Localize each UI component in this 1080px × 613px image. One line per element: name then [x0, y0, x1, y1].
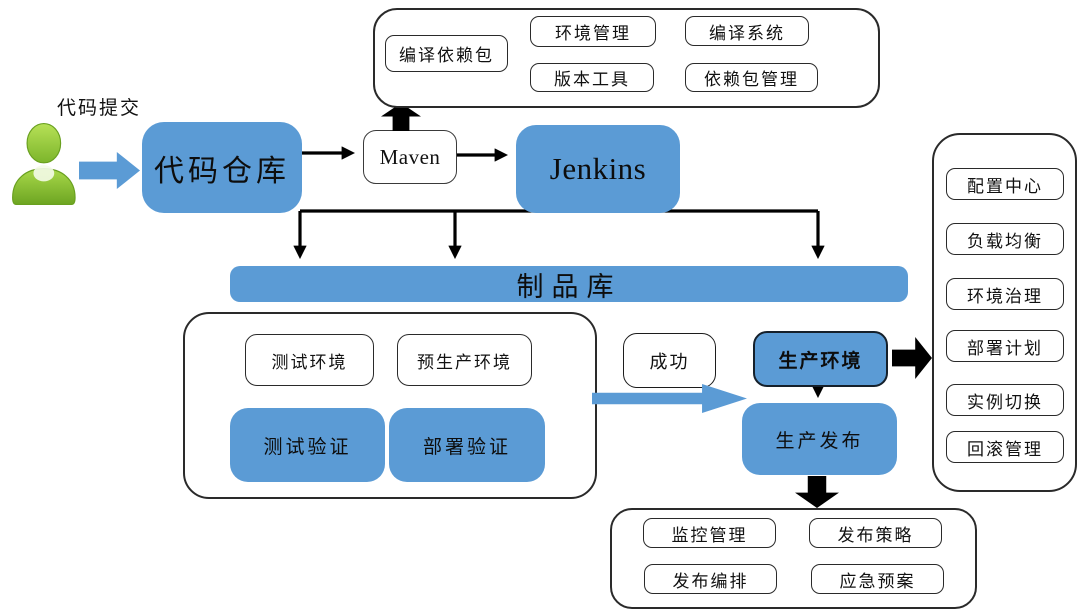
node-code-repo: 代码仓库 [142, 122, 302, 213]
code-commit-label: 代码提交 [57, 97, 142, 119]
env-mgmt-chip: 环境管理 [530, 16, 656, 47]
prodenv-to-ops-arrow [892, 337, 932, 379]
dep-mgmt-chip: 依赖包管理 [685, 63, 818, 92]
deploy-plan-chip: 部署计划 [946, 330, 1064, 362]
node-artifact-repo: 制品库 [230, 266, 908, 303]
emergency-plan-chip: 应急预案 [811, 564, 944, 594]
config-center-chip: 配置中心 [946, 168, 1064, 200]
instance-switch-chip: 实例切换 [946, 384, 1064, 416]
success-arrow [592, 384, 747, 413]
env-governance-chip: 环境治理 [946, 278, 1064, 310]
version-tools-chip: 版本工具 [530, 63, 654, 92]
release-panel: 监控管理 发布策略 发布编排 应急预案 [610, 508, 977, 609]
ops-panel: 配置中心 负载均衡 环境治理 部署计划 实例切换 回滚管理 [932, 133, 1077, 492]
node-prod-release: 生产发布 [742, 403, 897, 475]
release-strategy-chip: 发布策略 [809, 518, 942, 548]
preprod-env-chip: 预生产环境 [397, 334, 532, 386]
success-chip: 成功 [623, 333, 716, 388]
compile-deps-chip: 编译依赖包 [385, 35, 508, 72]
node-deploy-verify: 部署验证 [389, 408, 545, 482]
monitor-mgmt-chip: 监控管理 [643, 518, 776, 548]
build-tools-panel: 编译依赖包 环境管理 编译系统 版本工具 依赖包管理 [373, 8, 880, 108]
node-prod-env: 生产环境 [753, 331, 888, 387]
node-test-verify: 测试验证 [230, 408, 385, 482]
test-env-chip: 测试环境 [245, 334, 374, 386]
release-to-panel-arrow [795, 476, 839, 508]
verification-panel: 测试环境 预生产环境 测试验证 部署验证 [183, 312, 597, 499]
load-balance-chip: 负载均衡 [946, 223, 1064, 255]
compile-system-chip: 编译系统 [685, 16, 809, 46]
user-icon [12, 122, 76, 206]
commit-arrow [79, 152, 140, 189]
rollback-mgmt-chip: 回滚管理 [946, 431, 1064, 463]
node-maven: Maven [363, 130, 457, 184]
node-jenkins: Jenkins [516, 125, 680, 213]
release-orchestration-chip: 发布编排 [644, 564, 777, 594]
